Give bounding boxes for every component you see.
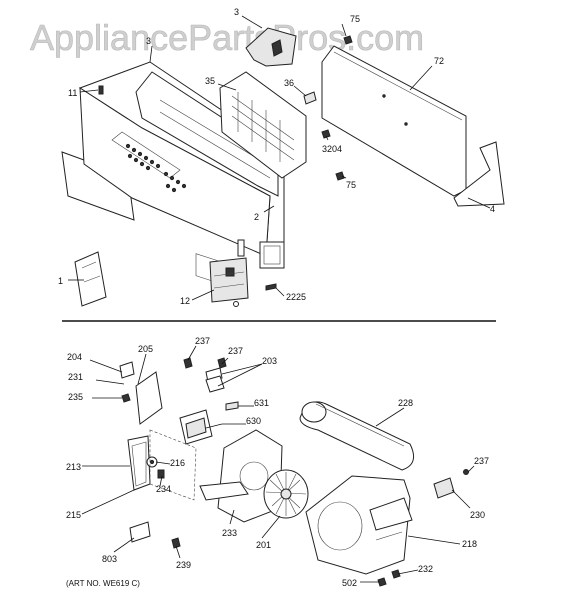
label-36: 36 (284, 78, 294, 88)
label-231: 231 (68, 372, 83, 382)
part-213-belt (127, 435, 151, 491)
label-75: 75 (350, 14, 360, 24)
label-215: 215 (66, 510, 81, 520)
label-204: 204 (67, 352, 82, 362)
label-3: 3 (234, 7, 239, 17)
label-203: 203 (262, 356, 277, 366)
label-232: 232 (418, 564, 433, 574)
console-rear-panel (135, 71, 279, 197)
leader-lines-upper (68, 15, 491, 301)
watermark-text: AppliancePartsPros.com (30, 17, 424, 58)
mounting-plate (199, 481, 249, 501)
label-228: 228 (398, 398, 413, 408)
label-803: 803 (102, 554, 117, 564)
label-237: 237 (474, 456, 489, 466)
label-72: 72 (434, 56, 444, 66)
drive-assembly-group (119, 357, 469, 587)
art-number: (ART NO. WE619 C) (66, 579, 140, 588)
label-216: 216 (170, 458, 185, 468)
part-4-end-cap (453, 141, 505, 207)
label-239: 239 (176, 560, 191, 570)
label-11: 11 (68, 88, 77, 98)
part-234-idler (157, 469, 165, 479)
part-205-bracket (135, 371, 163, 425)
label-235: 235 (68, 392, 83, 402)
label-630: 630 (246, 416, 261, 426)
label-35: 35 (205, 76, 215, 86)
label-12: 12 (180, 296, 190, 306)
label-237: 237 (195, 336, 210, 346)
label-234: 234 (156, 484, 171, 494)
label-2: 2 (254, 212, 259, 222)
label-631: 631 (254, 398, 269, 408)
part-12-control (209, 257, 249, 303)
part-1-overlay-card (74, 251, 107, 307)
part-35-bracket (219, 71, 307, 179)
part-72-rear-cover (321, 45, 467, 197)
label-1: 1 (58, 276, 63, 286)
label-205: 205 (138, 344, 153, 354)
label-502: 502 (342, 578, 357, 588)
part-3-upper-bracket (245, 27, 297, 67)
screws-upper (98, 35, 353, 291)
label-3: 3 (146, 36, 151, 46)
part-631-block (225, 401, 239, 411)
label-213: 213 (66, 462, 81, 472)
part-230-bracket (433, 477, 455, 499)
part-218-front-housing (305, 475, 411, 575)
label-3204: 3204 (322, 144, 342, 154)
wire-harness (237, 239, 245, 257)
label-237: 237 (228, 346, 243, 356)
leader-lines-lower (81, 345, 475, 583)
label-2225: 2225 (286, 292, 306, 302)
label-4: 4 (490, 204, 495, 214)
label-233: 233 (222, 528, 237, 538)
label-230: 230 (470, 510, 485, 520)
label-75: 75 (346, 180, 356, 190)
label-201: 201 (256, 540, 271, 550)
label-218: 218 (462, 539, 477, 549)
part-803-bracket (129, 521, 151, 543)
control-panel-group (61, 27, 505, 307)
console-buttons (125, 143, 187, 193)
part-204-clip (119, 361, 135, 379)
